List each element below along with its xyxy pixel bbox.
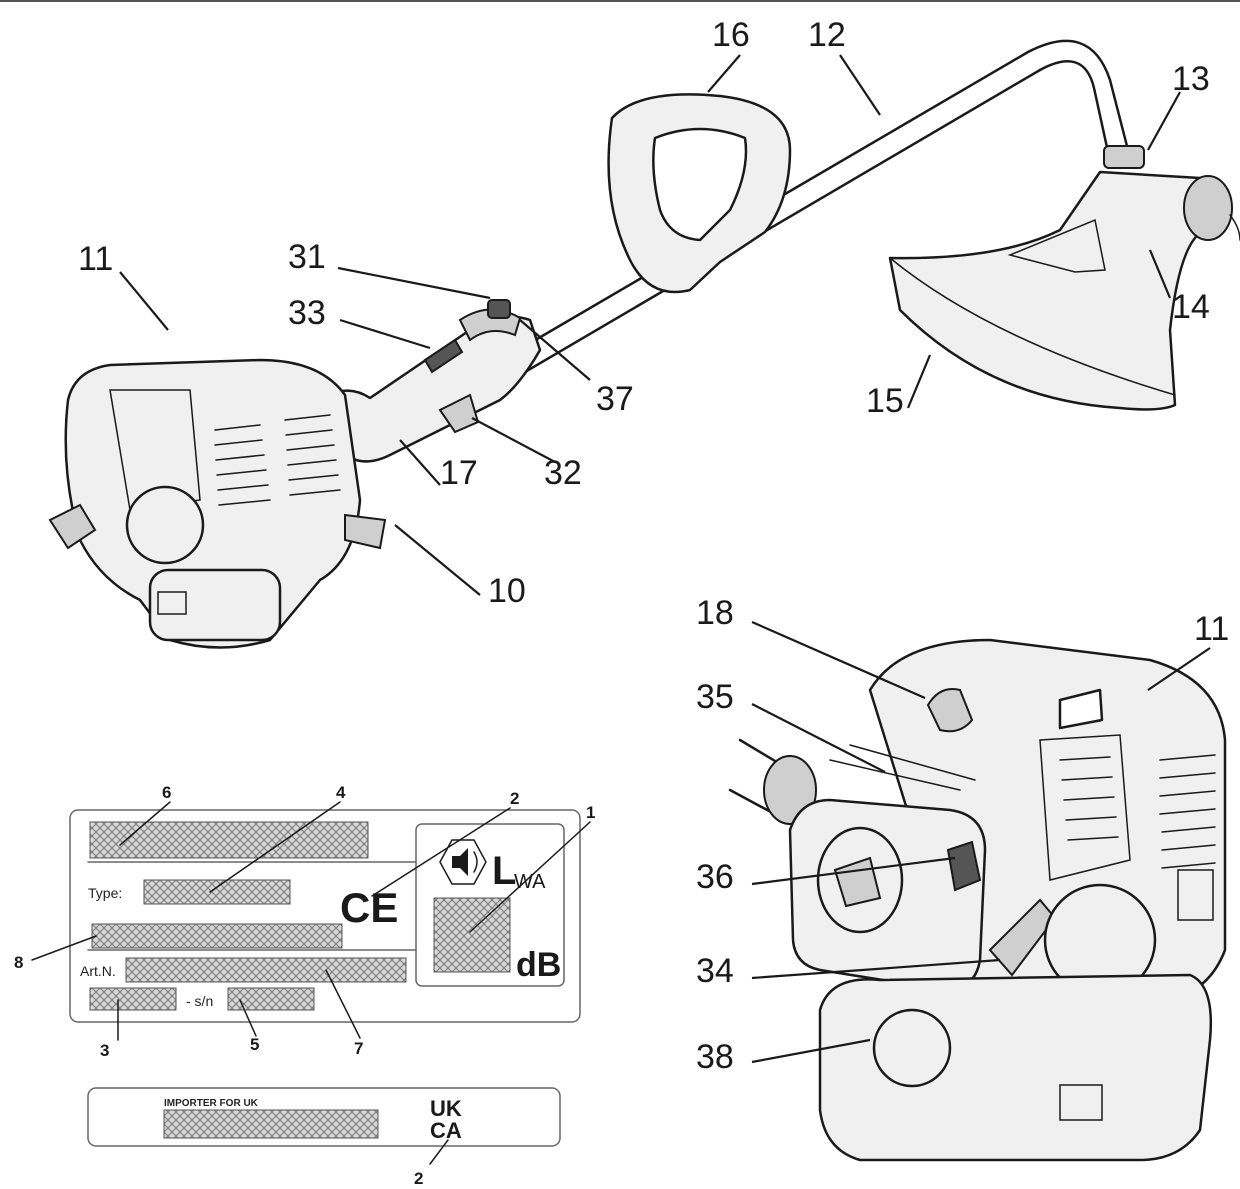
callout-15: 15 (866, 382, 904, 420)
callout-37: 37 (596, 380, 634, 418)
callout-4: 4 (336, 783, 346, 802)
callout-36: 36 (696, 858, 734, 896)
field-1 (433, 897, 511, 973)
rear-grip (328, 315, 542, 463)
callout-6: 6 (162, 783, 171, 802)
engine-grille-closeup (1039, 734, 1216, 881)
callout-3: 3 (100, 1041, 109, 1060)
top-border (0, 0, 1240, 2)
field-5 (227, 987, 315, 1011)
callout-5: 5 (250, 1035, 259, 1054)
field-8 (91, 923, 343, 949)
sn-label: - s/n (186, 993, 213, 1009)
brush-cutter-drawing (48, 39, 1240, 649)
callout-18: 18 (696, 594, 734, 632)
stop-switch (487, 299, 511, 319)
sound-power-icon (439, 839, 487, 885)
callout-33: 33 (288, 294, 326, 332)
callout-38: 38 (696, 1038, 734, 1076)
ce-mark: CE (340, 884, 398, 931)
callout-16: 16 (712, 16, 750, 54)
callout-8: 8 (14, 953, 23, 972)
ukca-line1: UK (430, 1096, 462, 1121)
fuel-filler-cap (872, 1008, 952, 1088)
callout-32: 32 (544, 454, 582, 492)
callout-2: 2 (510, 789, 519, 808)
fuel-tank (148, 568, 282, 642)
importer-label: IMPORTER FOR UK (164, 1098, 259, 1109)
cooling-grille (214, 414, 341, 506)
db-unit: dB (516, 946, 561, 984)
callout-7: 7 (354, 1039, 363, 1058)
plate-leaders (31, 801, 591, 1041)
callout-13: 13 (1172, 60, 1210, 98)
rating-plate: Type: Art.N. - s/n CE L WA dB (69, 809, 581, 1023)
lwa-subscript: WA (514, 871, 546, 893)
throttle-lock (423, 338, 464, 374)
fuel-cap (48, 503, 97, 550)
importer-field (163, 1109, 379, 1139)
lwa-symbol: L (492, 849, 516, 893)
cutting-guard (888, 170, 1207, 411)
callout-11-engine: 11 (1194, 610, 1229, 648)
primer-bulb (946, 840, 982, 892)
engine-leaders (751, 620, 1211, 1064)
callout-10: 10 (488, 572, 526, 610)
callout-1: 1 (586, 803, 595, 822)
ukca-line2: CA (430, 1118, 462, 1143)
callout-11: 11 (78, 240, 113, 278)
callout-34: 34 (696, 952, 734, 990)
shaft-bend (1026, 39, 1130, 152)
uk-importer-plate: IMPORTER FOR UK UK CA 2 (87, 1087, 561, 1188)
field-7 (125, 957, 407, 983)
head-clamp (1103, 145, 1145, 169)
callout-17: 17 (440, 454, 478, 492)
serial-plate (344, 513, 387, 550)
cutting-head (1183, 175, 1233, 241)
callout-12: 12 (808, 16, 846, 54)
choke-lever (926, 688, 974, 733)
callout-35: 35 (696, 678, 734, 716)
trimmer-leaders (119, 54, 1181, 596)
artn-label: Art.N. (80, 963, 116, 979)
callout-14: 14 (1172, 288, 1210, 326)
recoil-starter (125, 485, 205, 565)
engine-closeup-drawing (728, 638, 1227, 1162)
callout-2-uk: 2 (414, 1169, 423, 1188)
callout-31: 31 (288, 238, 326, 276)
field-3 (89, 987, 177, 1011)
field-4 (143, 879, 291, 905)
type-label: Type: (88, 885, 122, 901)
field-6 (89, 821, 369, 859)
